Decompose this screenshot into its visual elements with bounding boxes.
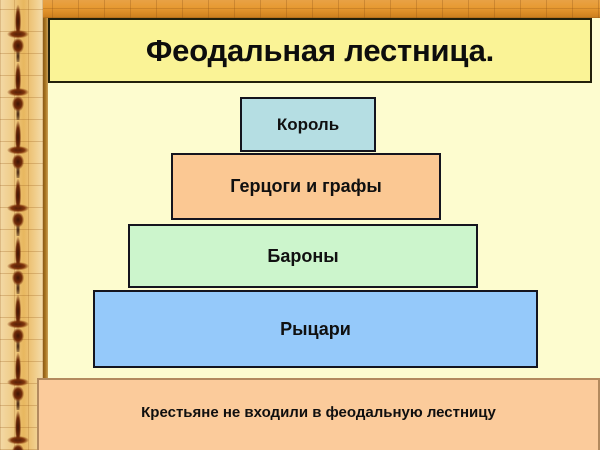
pyramid-tier-label: Бароны [267,245,339,266]
pyramid-tier-label: Рыцари [280,318,351,339]
frame-ornament-icon [3,178,33,236]
page-title: Феодальная лестница. [145,32,495,68]
decorative-frame-left [0,0,43,450]
frame-ornament-icon [3,352,33,410]
frame-ornament-icon [3,294,33,352]
frame-ornament-icon [3,4,33,62]
pyramid-tier-label: Король [276,114,340,134]
pyramid-tier-knights: Рыцари [93,290,538,368]
pyramid-tier-dukes-counts: Герцоги и графы [171,153,441,220]
decorative-frame-top [0,0,600,18]
frame-ornament-icon [3,410,33,450]
footnote-banner: Крестьяне не входили в феодальную лестни… [37,378,600,450]
pyramid-tier-label: Герцоги и графы [230,176,382,196]
pyramid-tier-barons: Бароны [128,224,478,288]
frame-ornament-icon [3,62,33,120]
slide-title-box: Феодальная лестница. [48,18,592,83]
inner-frame-divider [43,18,48,450]
pyramid-tier-king: Король [240,97,376,152]
frame-ornament-icon [3,120,33,178]
footnote-text: Крестьяне не входили в феодальную лестни… [141,403,496,421]
frame-ornament-icon [3,236,33,294]
